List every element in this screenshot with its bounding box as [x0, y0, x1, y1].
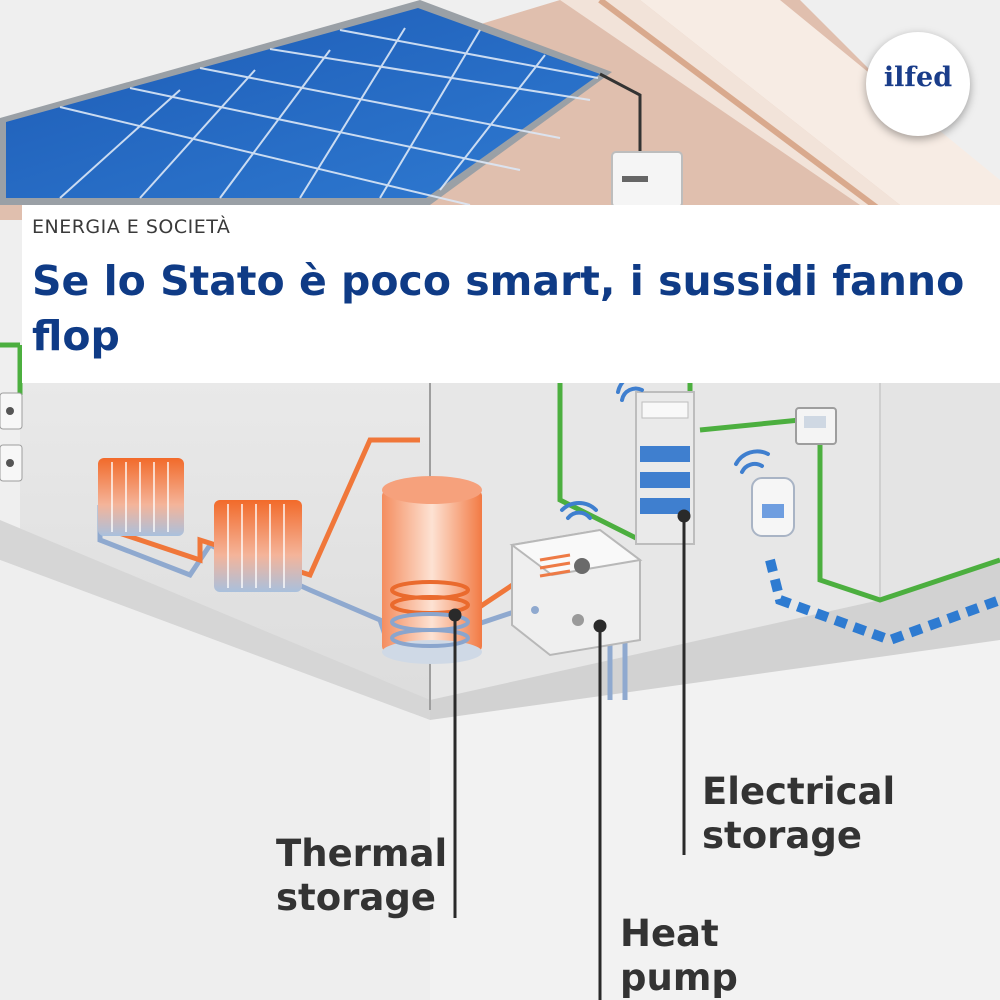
logo-text: ilfed	[883, 62, 953, 93]
battery-icon	[635, 391, 695, 545]
electrical-storage-label: Electrical storage	[702, 770, 896, 857]
data-link	[765, 558, 1000, 646]
thermostat-icon	[795, 407, 837, 445]
title-banner	[22, 205, 1000, 383]
radiator-icon	[98, 458, 184, 536]
thermal-storage-label: Thermal storage	[276, 832, 448, 919]
radiator-icon	[214, 500, 302, 592]
category-label: ENERGIA E SOCIETÀ	[32, 216, 231, 238]
ilfed-logo[interactable]: ilfed	[866, 32, 970, 136]
smart-device-icon	[751, 477, 795, 537]
headline: Se lo Stato è poco smart, i sussidi fann…	[32, 257, 965, 360]
thermal-tank-icon	[382, 476, 482, 664]
heat-pump-label: Heat pump	[620, 912, 738, 999]
inverter-icon	[611, 151, 683, 208]
callout-lines	[448, 509, 691, 1000]
power-socket-icon	[0, 392, 23, 482]
solar-panel-icon	[0, 0, 642, 206]
heat-pump-icon	[509, 528, 643, 657]
